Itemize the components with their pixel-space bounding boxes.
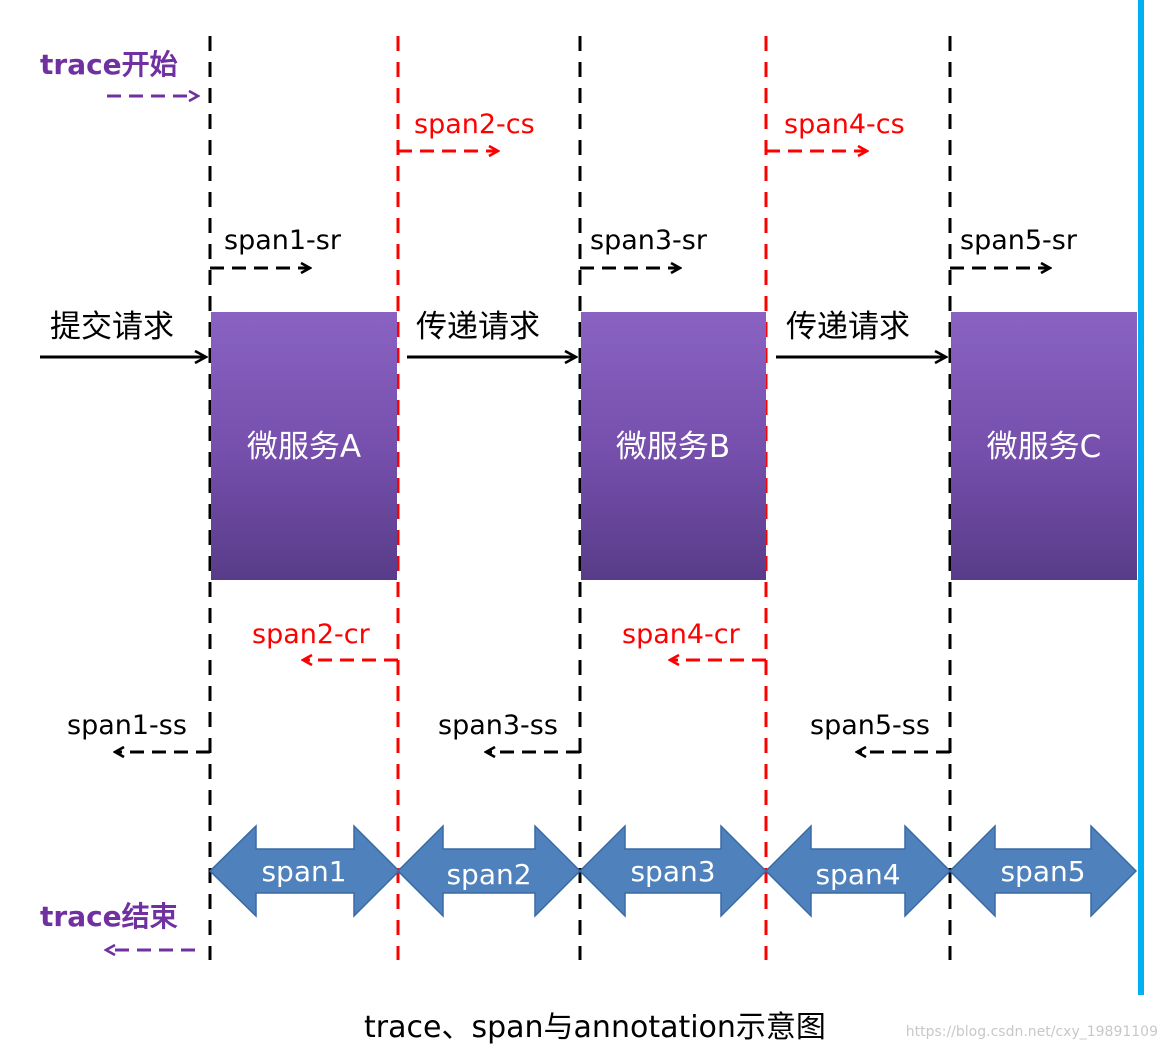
span5-label: span5 [1000,855,1085,888]
client-request-label: 提交请求 [50,309,174,345]
span2-label: span2 [446,858,531,891]
pass-request-label-2: 传递请求 [786,309,910,345]
span1-label: span1 [261,855,346,888]
service-c-label: 微服务C [987,429,1102,465]
trace-end-label: trace结束 [40,900,178,933]
span4-cs-label: span4-cs [784,109,905,140]
span-arrows: span1 span2 span3 span4 span5 [208,824,1138,918]
span3-sr-label: span3-sr [590,225,708,256]
span2-cs-label: span2-cs [414,109,535,140]
span3-label: span3 [630,855,715,888]
service-boxes: 微服务A 微服务B 微服务C [211,312,1137,580]
service-box-a [211,312,397,580]
service-box-c [951,312,1137,580]
service-b-label: 微服务B [616,429,730,465]
service-a-label: 微服务A [247,429,361,465]
span2-cr-label: span2-cr [252,619,371,650]
span4-cr-label: span4-cr [622,619,741,650]
diagram-caption: trace、span与annotation示意图 [364,1010,826,1045]
timelines [208,0,1144,995]
trace-start-label: trace开始 [40,48,178,81]
span5-arrow [948,824,1138,918]
pass-request-label-1: 传递请求 [416,309,540,345]
span5-ss-label: span5-ss [810,710,930,741]
span1-sr-label: span1-sr [224,225,342,256]
service-box-b [581,312,766,580]
span5-sr-label: span5-sr [960,225,1078,256]
span1-ss-label: span1-ss [67,710,187,741]
span4-label: span4 [815,858,900,891]
watermark: https://blog.csdn.net/cxy_19891109 [906,1024,1158,1040]
span3-ss-label: span3-ss [438,710,558,741]
